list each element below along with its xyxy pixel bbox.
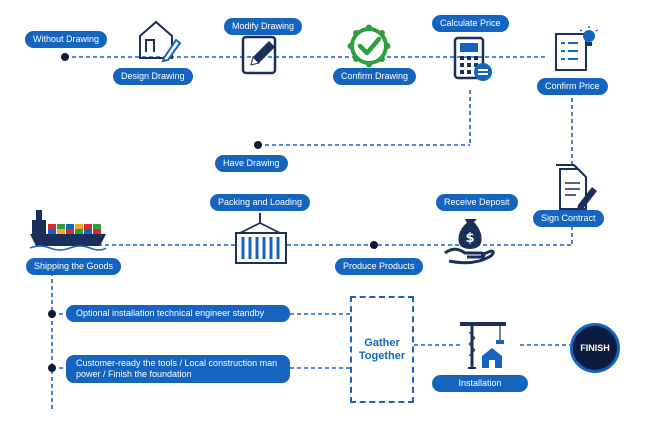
gather-together-box: Gather Together (350, 296, 414, 403)
step-confirm-drawing: Confirm Drawing (333, 68, 417, 85)
step-confirm-price: Confirm Price (537, 78, 608, 95)
connector-dots (48, 53, 378, 372)
pencil-edit-icon (241, 35, 277, 75)
step-without-drawing: Without Drawing (25, 31, 108, 48)
step-receive-deposit: Receive Deposit (436, 194, 518, 211)
svg-text:$: $ (465, 231, 474, 246)
money-bag-hand-icon: $ (444, 219, 495, 265)
gather-together-label: Gather Together (358, 336, 406, 362)
finish-label: FINISH (580, 343, 610, 353)
finish-badge: FINISH (570, 323, 620, 373)
step-installation: Installation (432, 375, 528, 392)
step-shipping-the-goods: Shipping the Goods (26, 258, 122, 275)
house-blueprint-icon (139, 20, 182, 63)
checkmark-badge-icon (347, 24, 391, 68)
step-sign-contract: Sign Contract (533, 210, 604, 227)
contract-pen-icon (556, 164, 597, 211)
step-design-drawing: Design Drawing (113, 68, 193, 85)
step-produce-products: Produce Products (335, 258, 423, 275)
checklist-bulb-icon (555, 26, 599, 71)
container-crane-icon (235, 213, 287, 264)
step-customer-ready: Customer-ready the tools / Local constru… (66, 355, 290, 383)
step-modify-drawing: Modify Drawing (224, 18, 303, 35)
step-packing-and-loading: Packing and Loading (210, 194, 311, 211)
step-optional-installation: Optional installation technical engineer… (66, 305, 290, 322)
step-calculate-price: Calculate Price (432, 15, 509, 32)
calculator-icon (453, 36, 492, 81)
step-have-drawing: Have Drawing (215, 155, 288, 172)
tower-crane-icon (460, 322, 506, 369)
cargo-ship-icon (29, 210, 107, 251)
